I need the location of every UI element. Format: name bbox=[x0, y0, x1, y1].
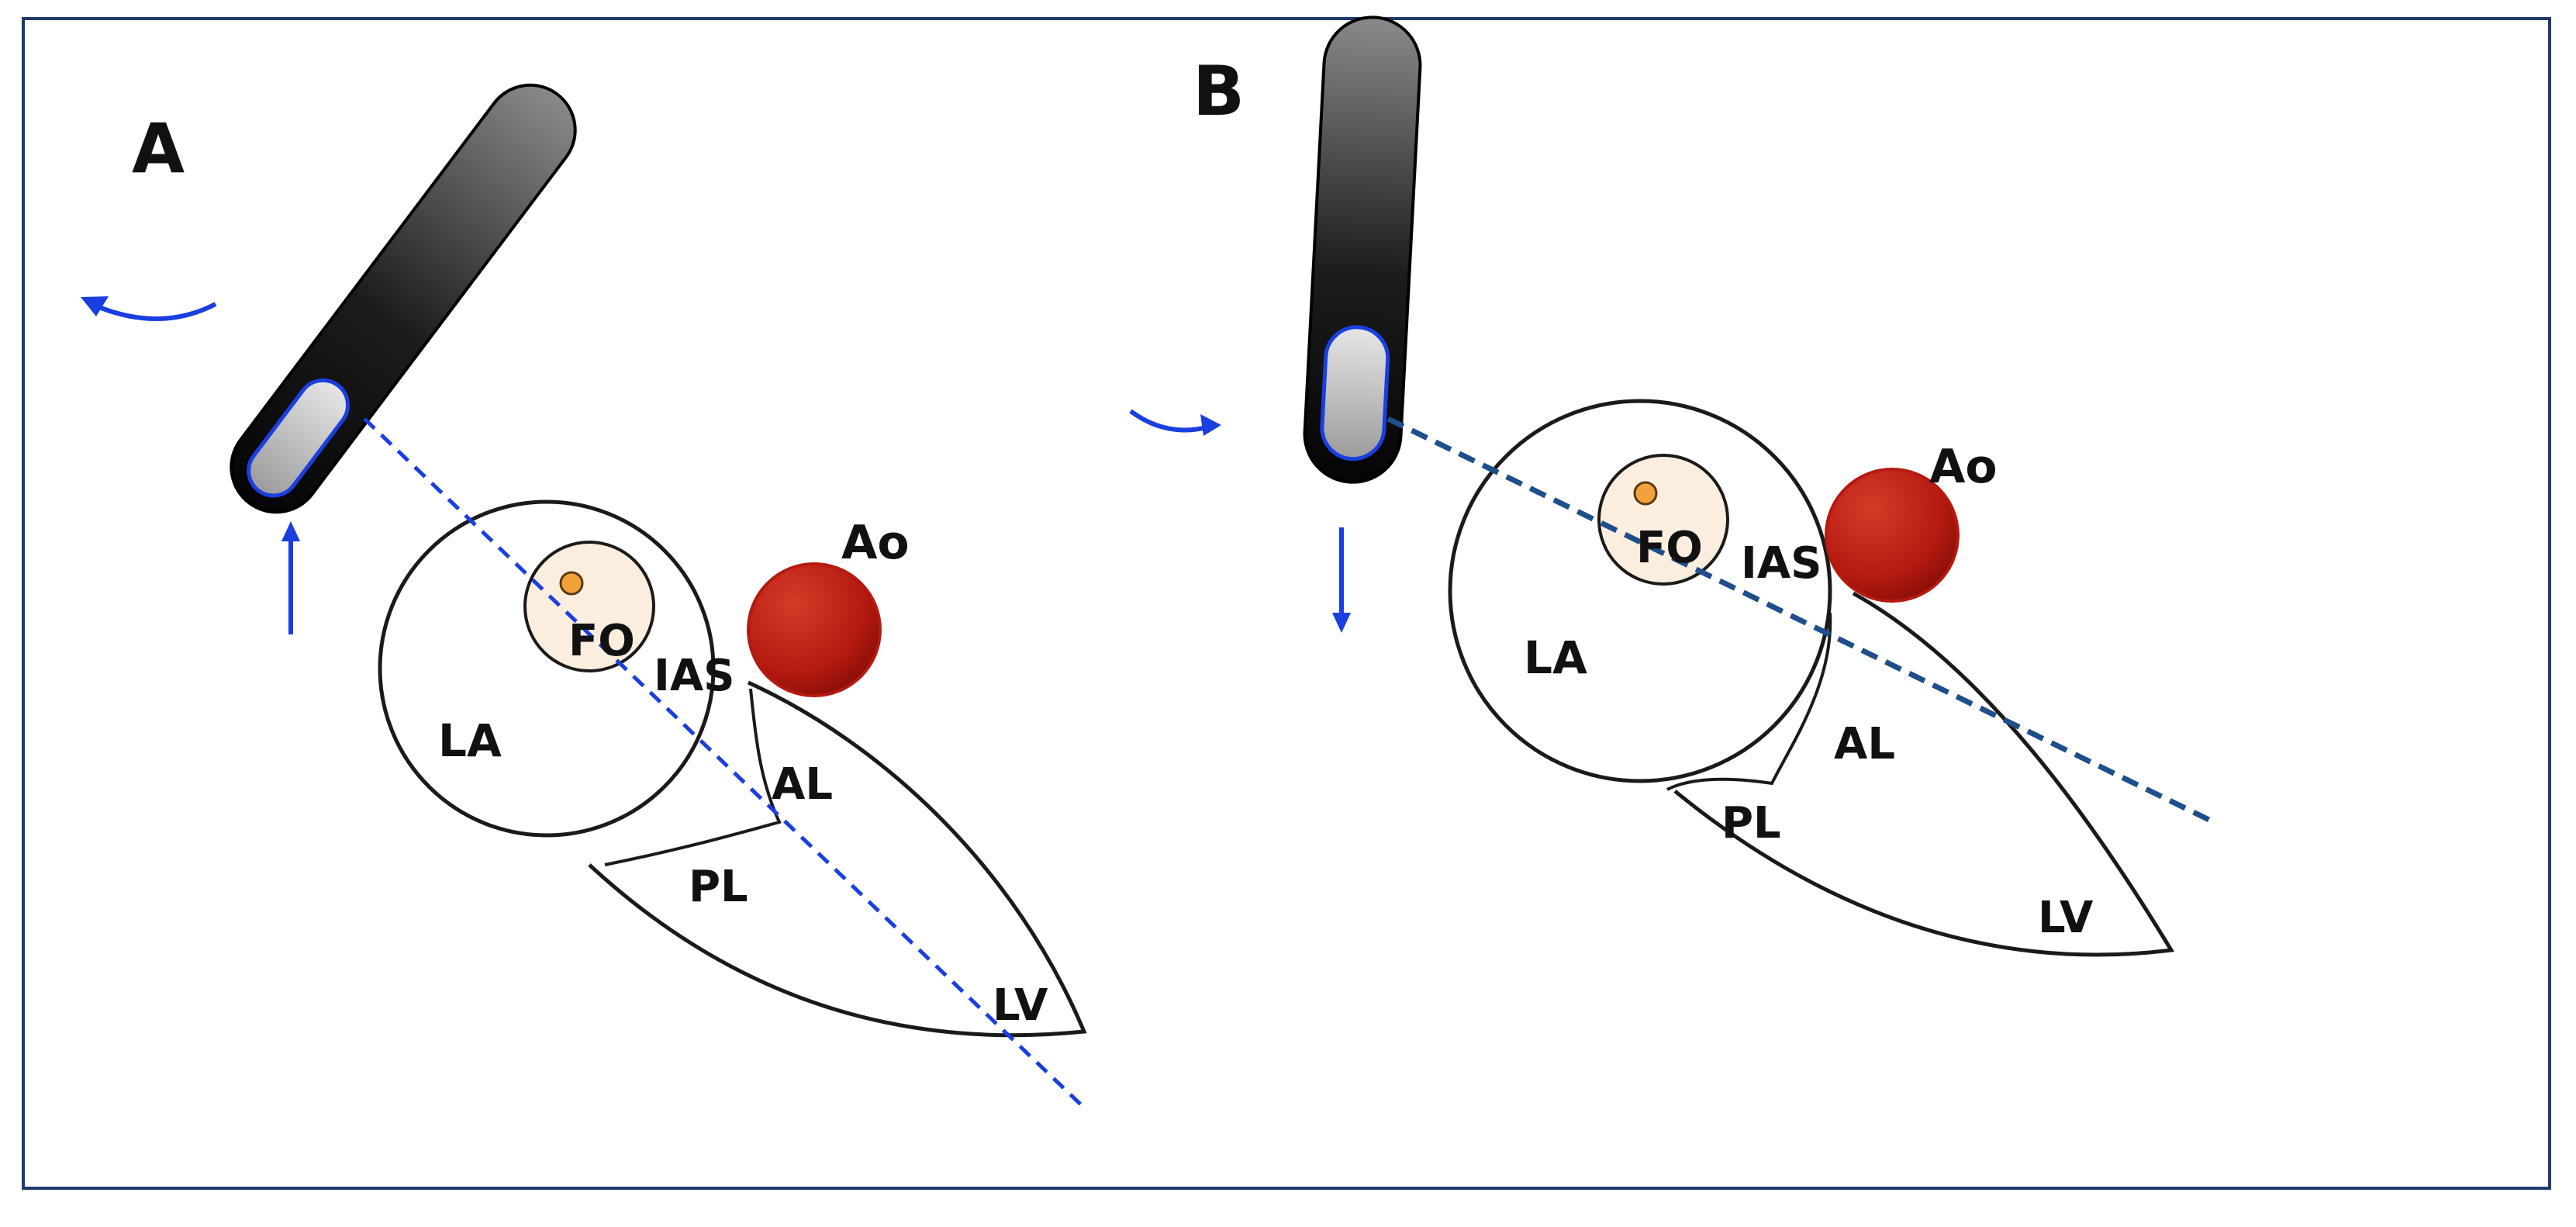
fossa-ovalis-circle bbox=[523, 541, 655, 672]
label-ao: Ao bbox=[1929, 440, 1998, 494]
anterior-leaflet-line bbox=[1666, 612, 1832, 791]
panel-a-label: A bbox=[132, 109, 185, 188]
translation-arrow-icon bbox=[1332, 527, 1351, 633]
scan-line bbox=[1386, 416, 2215, 825]
label-fo: FO bbox=[1636, 523, 1703, 573]
rotation-arrow-icon bbox=[1129, 409, 1221, 436]
panel-b-label: B bbox=[1193, 51, 1245, 131]
translation-arrow-icon bbox=[281, 521, 300, 634]
label-pl: PL bbox=[689, 862, 748, 912]
label-la: LA bbox=[438, 714, 502, 767]
label-la: LA bbox=[1524, 631, 1587, 684]
echo-probe-icon bbox=[1303, 16, 1422, 484]
label-lv: LV bbox=[2038, 893, 2094, 943]
label-ao: Ao bbox=[841, 516, 910, 570]
aorta-circle bbox=[747, 562, 882, 697]
panel-b: B FO IAS Ao LA bbox=[1129, 16, 2215, 957]
aorta-circle bbox=[1825, 468, 1960, 603]
fossa-dot-icon bbox=[1633, 481, 1658, 506]
label-ias: IAS bbox=[1741, 538, 1822, 589]
label-lv: LV bbox=[993, 980, 1048, 1031]
left-ventricle-shape bbox=[588, 680, 1087, 1038]
scan-line bbox=[363, 417, 1087, 1111]
rotation-arrow-icon bbox=[81, 296, 217, 321]
fossa-dot-icon bbox=[559, 571, 584, 596]
anterior-leaflet-line bbox=[604, 688, 782, 866]
label-al: AL bbox=[772, 759, 833, 810]
label-pl: PL bbox=[1721, 798, 1781, 849]
panel-a: A FO IAS Ao LA bbox=[81, 83, 1087, 1111]
label-al: AL bbox=[1834, 719, 1895, 769]
label-fo: FO bbox=[568, 616, 635, 666]
fossa-ovalis-circle bbox=[1597, 454, 1729, 586]
label-ias: IAS bbox=[654, 651, 735, 701]
echo-probe-icon bbox=[230, 83, 577, 514]
